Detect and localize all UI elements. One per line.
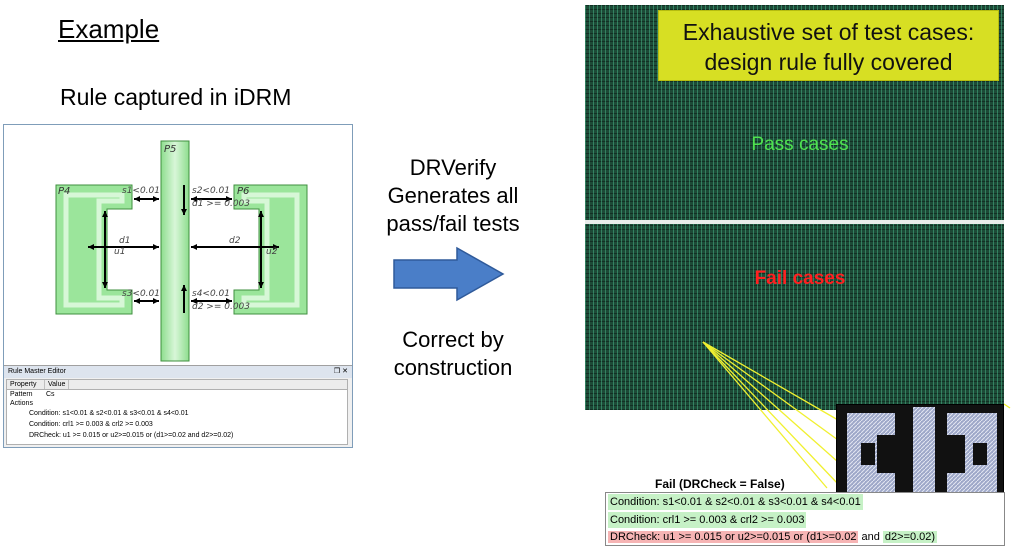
drverify-line-2: Generates all [387, 183, 519, 208]
banner-line-2: design rule fully covered [704, 49, 953, 75]
fail-cases-label: Fail cases [754, 268, 846, 289]
crl1-label: d1 >= 0.003 [192, 199, 250, 209]
s2-label: s2<0.01 [192, 186, 230, 196]
pass-cases-label: Pass cases [751, 134, 849, 155]
pass-fail-divider [585, 220, 1004, 224]
polygon-p5 [160, 140, 190, 362]
fail-condition-box: Condition: s1<0.01 & s2<0.01 & s3<0.01 &… [605, 492, 1005, 546]
drverify-text: DRVerify Generates all pass/fail tests [368, 154, 538, 238]
table-row[interactable]: Pattern Cs [7, 390, 347, 399]
column-value[interactable]: Value [45, 380, 70, 389]
s4-label: s4<0.01 [192, 289, 230, 299]
property-table-header: Property Value [7, 380, 347, 390]
rule-caption: Rule captured in iDRM [60, 84, 292, 110]
drverify-line-1: DRVerify [409, 155, 497, 180]
idrm-window: P4 P5 P6 s1<0.01 [3, 124, 353, 448]
coverage-banner: Exhaustive set of test cases: design rul… [658, 10, 999, 81]
correct-line-1: Correct by [402, 327, 504, 352]
rule-master-editor-title-bar: Rule Master Editor ❒ ✕ [4, 366, 352, 378]
polygon-p6 [233, 184, 308, 315]
drcheck-green-part: d2>=0.02) [882, 531, 938, 543]
fail-condition1: Condition: s1<0.01 & s2<0.01 & s3<0.01 &… [608, 494, 863, 510]
table-row[interactable]: Actions [7, 399, 347, 408]
slide-title: Example [58, 14, 160, 44]
fail-case-layout [847, 407, 997, 503]
drverify-line-3: pass/fail tests [386, 211, 520, 236]
column-property[interactable]: Property [7, 380, 45, 389]
pattern-key: Pattern [10, 391, 33, 398]
crl2-label: d2 >= 0.003 [192, 302, 250, 312]
actions-key: Actions [10, 400, 33, 407]
drcheck-row[interactable]: DRCheck: u1 >= 0.015 or u2>=0.015 or (d1… [29, 432, 234, 439]
p6-label: P6 [237, 186, 249, 197]
drcheck-red-part: DRCheck: u1 >= 0.015 or u2>=0.015 or (d1… [608, 531, 859, 543]
banner-line-1: Exhaustive set of test cases: [682, 19, 975, 45]
correct-line-2: construction [393, 355, 513, 380]
rule-master-editor: Rule Master Editor ❒ ✕ Property Value Pa… [4, 365, 352, 447]
condition1-row[interactable]: Condition: s1<0.01 & s2<0.01 & s3<0.01 &… [29, 410, 189, 417]
fail-condition2: Condition: crl1 >= 0.003 & crl2 >= 0.003 [608, 512, 807, 528]
fail-drcheck-caption: Fail (DRCheck = False) [655, 477, 785, 491]
window-controls-icon[interactable]: ❒ ✕ [333, 368, 348, 375]
fail-case-thumbnail [836, 404, 1004, 503]
rule-master-editor-title: Rule Master Editor [8, 368, 66, 375]
u2-label: u2 [266, 247, 278, 257]
p5-label: P5 [164, 144, 176, 155]
pattern-value: Cs [45, 391, 55, 398]
s1-label: s1<0.01 [122, 186, 160, 196]
condition2-row[interactable]: Condition: crl1 >= 0.003 & crl2 >= 0.003 [29, 421, 153, 428]
p4-label: P4 [58, 186, 70, 197]
correct-by-construction-text: Correct by construction [368, 326, 538, 382]
property-table: Property Value Pattern Cs Actions Condit… [6, 379, 348, 445]
right-arrow-icon [393, 246, 505, 302]
fail-drcheck-line: DRCheck: u1 >= 0.015 or u2>=0.015 or (d1… [608, 529, 938, 545]
idrm-layout-canvas: P4 P5 P6 s1<0.01 [55, 140, 308, 362]
u1-label: u1 [114, 247, 125, 257]
d2-label: d2 [229, 236, 241, 246]
d1-label: d1 [119, 236, 130, 246]
drcheck-and: and [858, 531, 883, 543]
s3-label: s3<0.01 [122, 289, 160, 299]
